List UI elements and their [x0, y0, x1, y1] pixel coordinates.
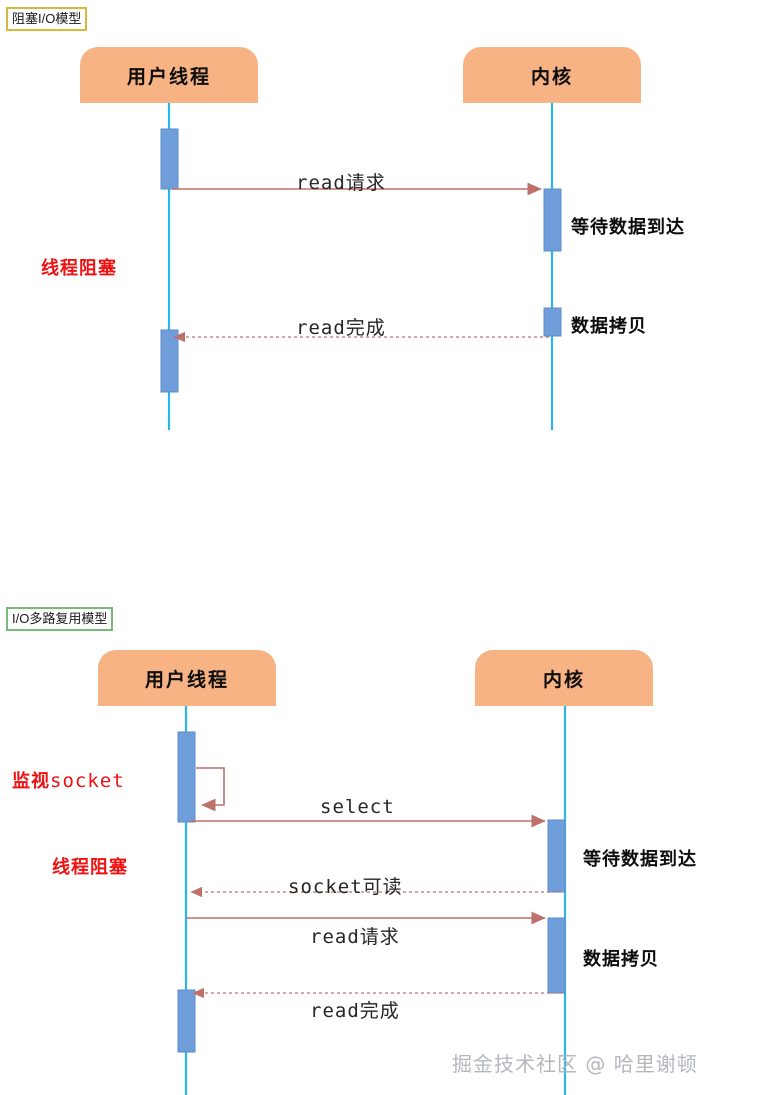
- sequence-diagram-io-multiplexing: 用户线程 内核 select socket可读 read请求 read完成 等待…: [0, 600, 760, 1095]
- blocking-io-canvas: [160, 103, 562, 430]
- actor-user-thread: 用户线程: [80, 47, 258, 103]
- activation-user-thread-return: [177, 989, 196, 1053]
- state-monitor-socket-mono: socket: [50, 770, 125, 792]
- message-label-read-complete-text: read完成: [296, 317, 386, 339]
- activation-user-thread-return: [160, 329, 179, 393]
- section-title-io-multiplexing: I/O多路复用模型: [6, 607, 114, 631]
- actor-user-thread-label: 用户线程: [126, 65, 211, 88]
- activation-kernel-wait: [543, 188, 562, 252]
- activation-user-thread-request: [160, 128, 179, 190]
- actor-user-thread-label: 用户线程: [144, 668, 229, 691]
- message-label-read-request: read请求: [310, 922, 400, 949]
- activation-kernel-copy: [543, 307, 562, 337]
- actor-kernel: 内核: [475, 650, 653, 706]
- state-thread-blocked-text: 线程阻塞: [41, 258, 117, 279]
- io-multiplexing-shapes: [177, 705, 567, 1095]
- message-label-read-complete-text: read完成: [310, 1000, 400, 1022]
- arrow-self-monitor-socket: [196, 767, 225, 812]
- note-wait-data-arrive-text: 等待数据到达: [583, 849, 697, 870]
- note-data-copy-text: 数据拷贝: [583, 949, 659, 970]
- note-data-copy-text: 数据拷贝: [571, 316, 647, 337]
- state-thread-blocked: 线程阻塞: [52, 853, 128, 879]
- section-title-blocking-io: 阻塞I/O模型: [6, 7, 88, 31]
- message-label-read-request-text: read请求: [310, 926, 400, 948]
- message-label-read-request-text: read请求: [296, 172, 386, 194]
- message-label-read-complete: read完成: [296, 313, 386, 340]
- sequence-diagram-blocking-io: 用户线程 内核 read请求 read完成 等待数据到达 数据拷贝 线程阻塞: [41, 47, 685, 430]
- message-label-read-complete: read完成: [310, 996, 400, 1023]
- message-label-socket-readable: socket可读: [288, 872, 403, 899]
- actor-kernel-label: 内核: [542, 668, 585, 691]
- message-label-read-request: read请求: [296, 168, 386, 195]
- message-label-socket-readable-text: socket可读: [288, 876, 403, 898]
- actor-user-thread: 用户线程: [98, 650, 276, 706]
- note-wait-data-arrive-text: 等待数据到达: [571, 217, 685, 238]
- state-thread-blocked-text: 线程阻塞: [52, 857, 128, 878]
- state-monitor-socket-cjk: 监视: [12, 771, 50, 792]
- activation-kernel-wait: [547, 819, 566, 893]
- activation-kernel-copy: [547, 917, 566, 994]
- note-wait-data-arrive: 等待数据到达: [583, 845, 697, 871]
- activation-user-thread-monitor: [177, 731, 196, 823]
- state-monitor-socket: 监视socket: [12, 767, 125, 793]
- message-label-select-text: select: [320, 796, 395, 818]
- message-label-select: select: [320, 796, 395, 818]
- state-thread-blocked: 线程阻塞: [41, 254, 117, 280]
- note-data-copy: 数据拷贝: [583, 945, 659, 971]
- note-wait-data-arrive: 等待数据到达: [571, 213, 685, 239]
- actor-kernel: 内核: [463, 47, 641, 103]
- actor-kernel-label: 内核: [530, 65, 573, 88]
- note-data-copy: 数据拷贝: [571, 312, 647, 338]
- watermark: 掘金技术社区 @ 哈里谢顿: [452, 1052, 698, 1076]
